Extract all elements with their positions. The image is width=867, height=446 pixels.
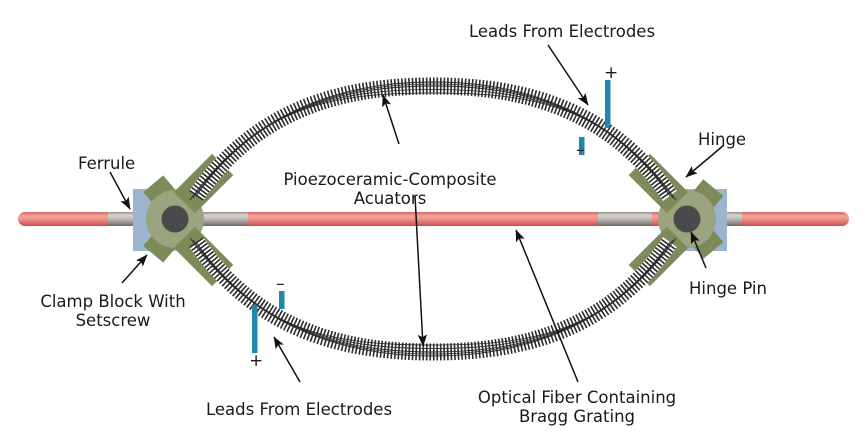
label-ferrule: Ferrule — [78, 154, 136, 173]
label-leads-top: Leads From Electrodes — [469, 22, 656, 41]
lead-bottom-minus — [279, 291, 285, 309]
polarity-top-minus: – — [576, 140, 585, 160]
label-hinge-pin: Hinge Pin — [689, 279, 767, 298]
polarity-bottom-minus: – — [276, 274, 285, 294]
leader-optical-fiber — [515, 229, 579, 383]
leader-lines — [109, 44, 725, 383]
actuator-bottom — [189, 237, 677, 361]
ferrule-right-inner — [598, 212, 652, 226]
label-actuators: Pioezoceramic-Composite Acuators — [283, 170, 497, 208]
actuator-top — [189, 77, 677, 201]
lead-top-minus — [579, 137, 585, 155]
leader-hinge-pin — [690, 231, 707, 269]
polarity-bottom-plus: + — [249, 351, 264, 371]
label-clamp-block: Clamp Block With Setscrew — [40, 292, 186, 330]
lead-top-plus — [605, 80, 611, 128]
hinge-pin-right — [673, 205, 701, 233]
label-optical-fiber: Optical Fiber Containing Bragg Grating — [477, 388, 677, 426]
leader-leads-top — [547, 44, 589, 106]
leader-hinge — [685, 144, 725, 178]
leader-ferrule — [109, 171, 131, 210]
lead-bottom-plus — [252, 305, 258, 353]
leader-actuators-top — [382, 94, 400, 145]
label-hinge: Hinge — [698, 130, 747, 149]
polarity-top-plus: + — [604, 63, 619, 83]
ferrule-left-inner — [196, 212, 248, 226]
leader-leads-bottom — [273, 336, 301, 383]
leader-clamp-block — [121, 254, 148, 284]
label-leads-bottom: Leads From Electrodes — [206, 400, 393, 419]
hinge-pin-left — [161, 205, 189, 233]
leader-actuators-bottom — [414, 195, 428, 347]
